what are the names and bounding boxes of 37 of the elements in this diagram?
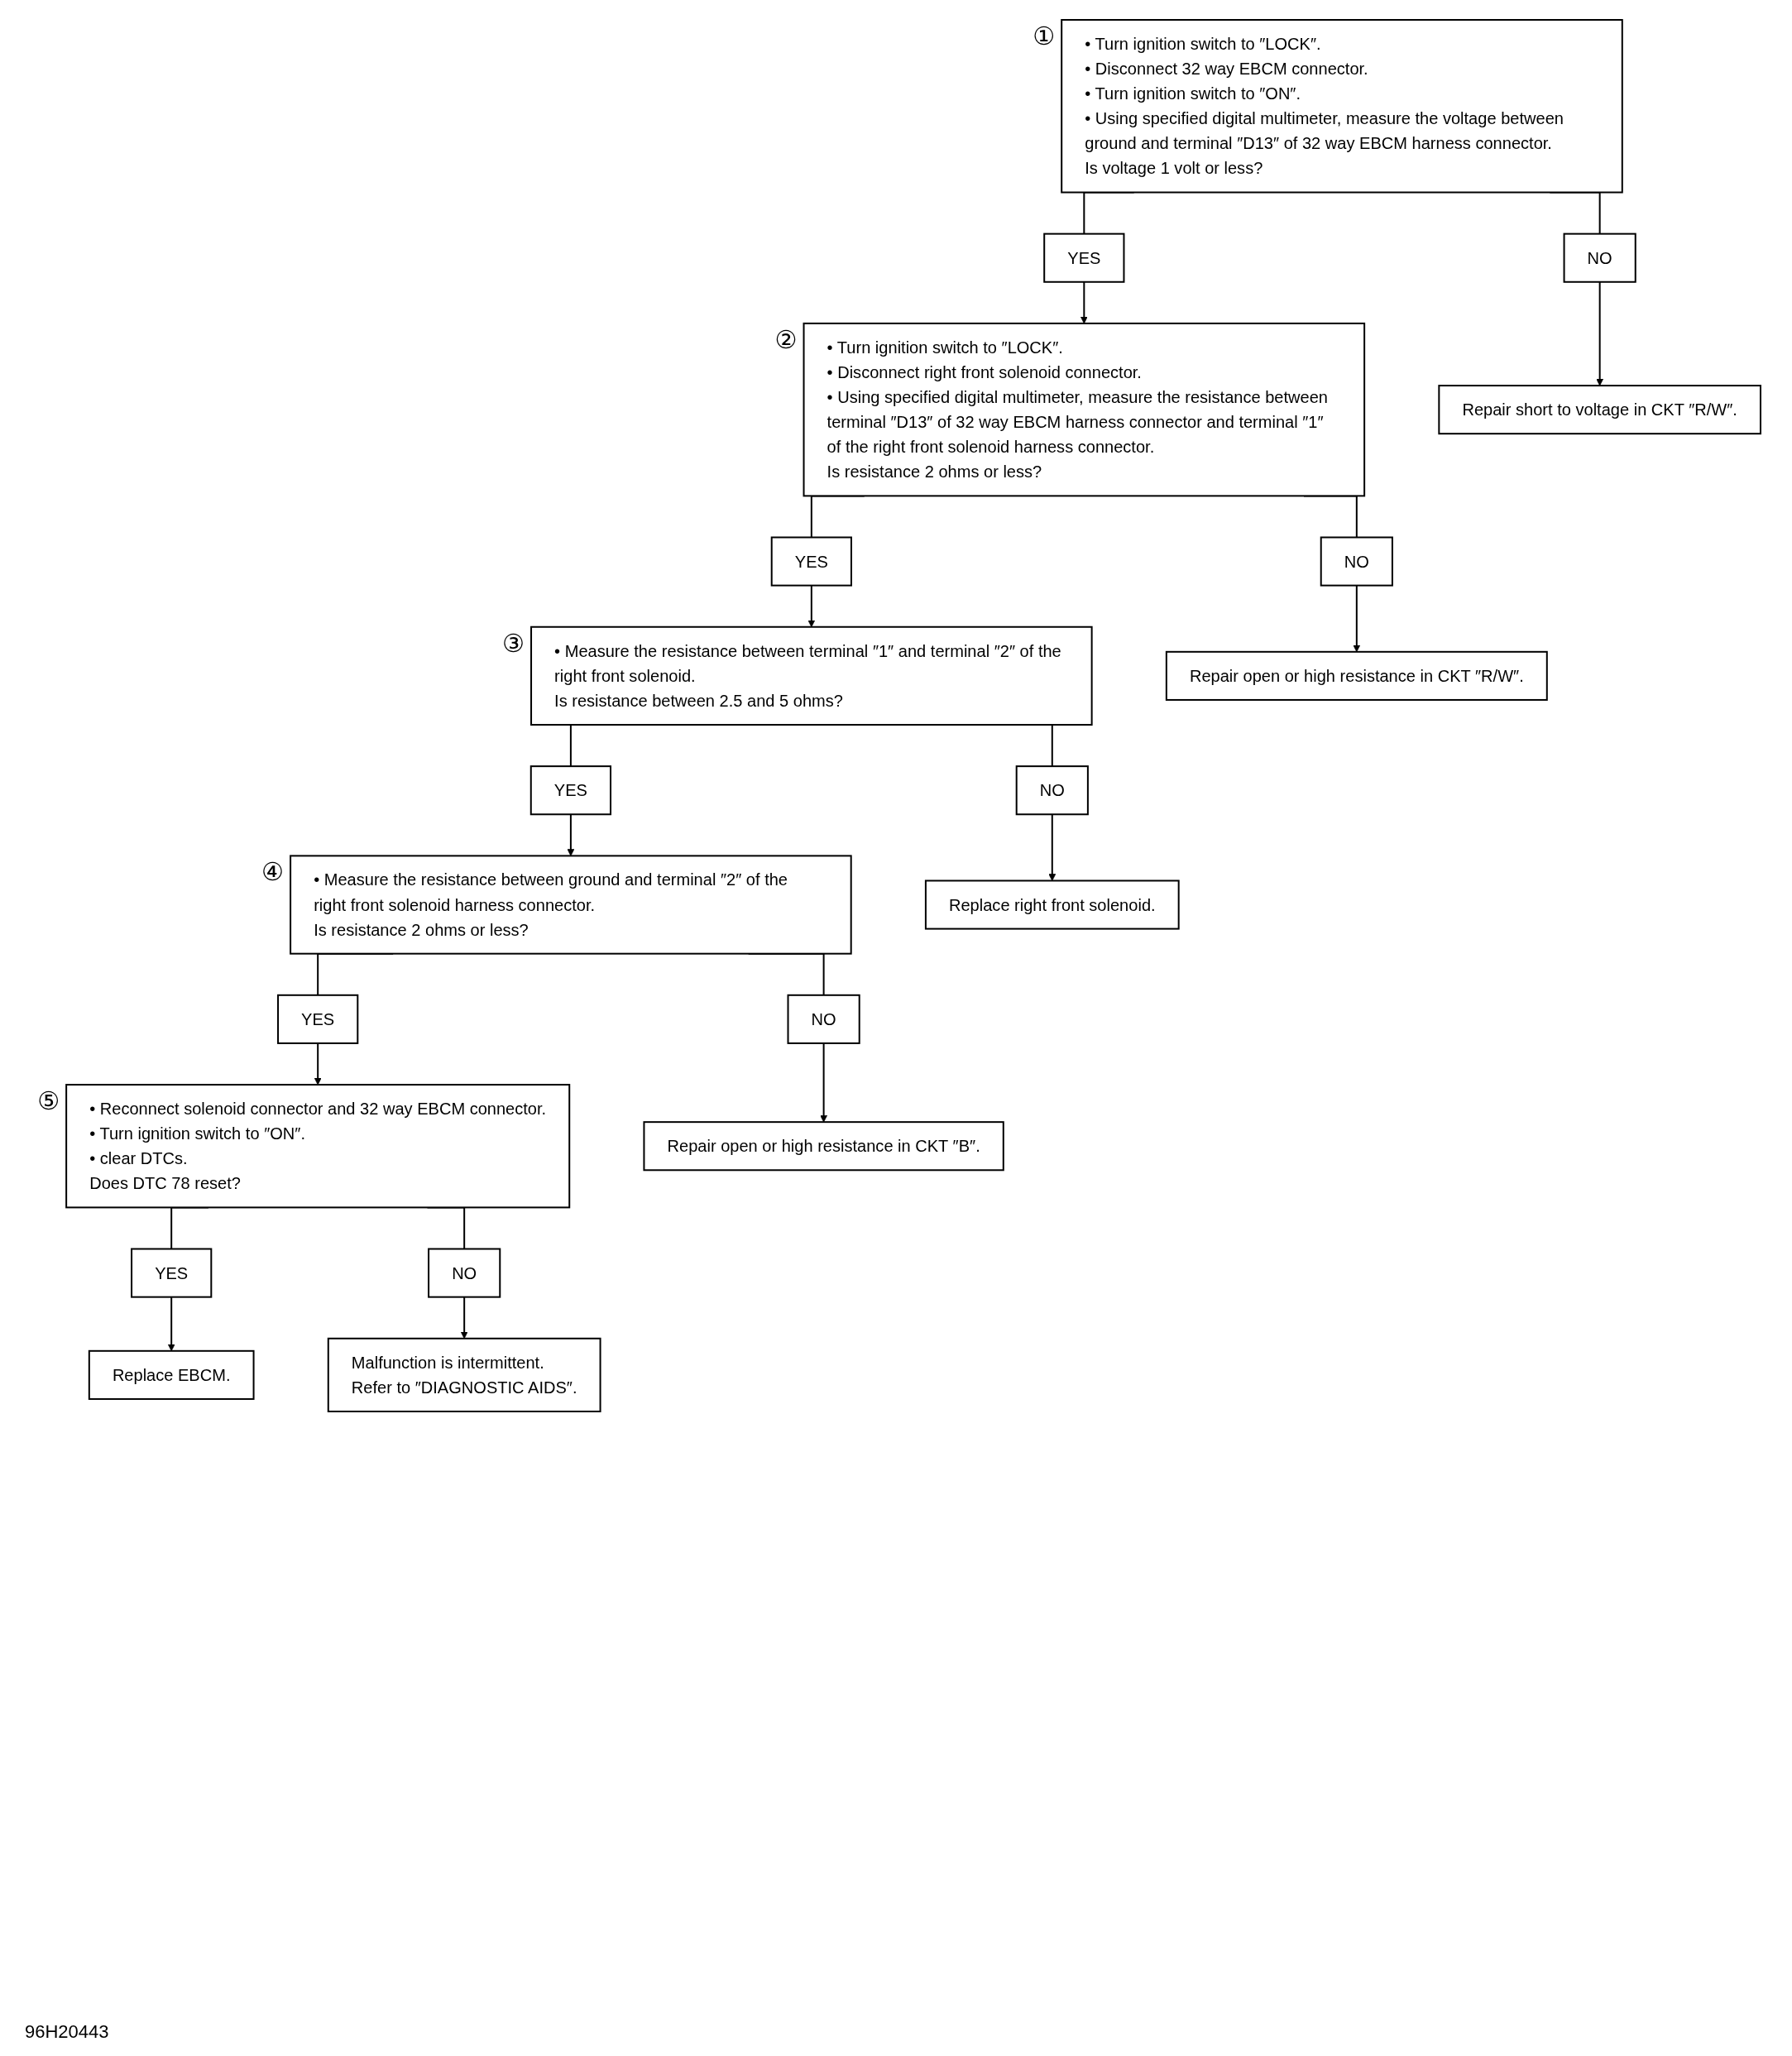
- node-box: NO: [1320, 536, 1393, 587]
- node-box: YES: [770, 536, 852, 587]
- node-box: YES: [1043, 232, 1125, 283]
- node-box: YES: [131, 1248, 213, 1298]
- node-box: • Turn ignition switch to ″LOCK″. • Disconnect 32 way EBCM connector. • Turn ignition switch to ″ON″. • Using specified digital multimeter, measure the voltage between ground and terminal ″D13″ of 32 way EBCM harness connector. Is voltage 1 volt or less?: [1061, 19, 1623, 194]
- node-box: • Measure the resistance between terminal ″1″ and terminal ″2″ of the right front solenoid. Is resistance between 2.5 and 5 ohms?: [530, 625, 1093, 726]
- arrow: [1353, 584, 1361, 653]
- arrow: [314, 1042, 322, 1086]
- node-box: • Turn ignition switch to ″LOCK″. • Disconnect right front solenoid connector. • Using specified digital multimeter, measure the resistance between terminal ″D13″ of 32 way EBCM harness connector and terminal ″1″ of the right front solenoid harness connector. Is resistance 2 ohms or less?: [803, 322, 1366, 497]
- node-box: NO: [787, 994, 860, 1044]
- step-number: ④: [261, 857, 285, 887]
- figure-code: 96H20443: [25, 2021, 109, 2043]
- node-box: NO: [428, 1248, 501, 1298]
- step-number: ①: [1033, 22, 1056, 51]
- arrow: [460, 1296, 468, 1340]
- node-box: Replace EBCM.: [88, 1349, 255, 1400]
- node-box: NO: [1563, 232, 1636, 283]
- node-box: Repair open or high resistance in CKT ″R/W″.: [1165, 650, 1548, 701]
- node-box: YES: [529, 765, 612, 816]
- step-number: ③: [502, 628, 525, 658]
- node-box: Malfunction is intermittent. Refer to ″DIAGNOSTIC AIDS″.: [327, 1337, 601, 1412]
- node-box: NO: [1015, 765, 1089, 816]
- node-box: Repair open or high resistance in CKT ″B″.: [643, 1121, 1004, 1172]
- node-box: • Measure the resistance between ground and terminal ″2″ of the right front solenoid harness connector. Is resistance 2 ohms or less?: [290, 855, 852, 955]
- arrow: [1596, 280, 1604, 386]
- arrow: [167, 1296, 175, 1352]
- node-box: • Reconnect solenoid connector and 32 way EBCM connector. • Turn ignition switch to ″ON″. • clear DTCs. Does DTC 78 reset?: [65, 1084, 571, 1209]
- arrow: [1080, 280, 1088, 324]
- arrow: [1048, 813, 1057, 881]
- step-number: ②: [774, 324, 798, 354]
- node-box: Replace right front solenoid.: [924, 879, 1180, 930]
- node-box: YES: [277, 994, 359, 1044]
- arrow: [820, 1042, 827, 1123]
- node-box: Repair short to voltage in CKT ″R/W″.: [1438, 385, 1761, 435]
- arrow: [807, 584, 816, 628]
- step-number: ⑤: [37, 1086, 60, 1116]
- arrow: [567, 813, 575, 856]
